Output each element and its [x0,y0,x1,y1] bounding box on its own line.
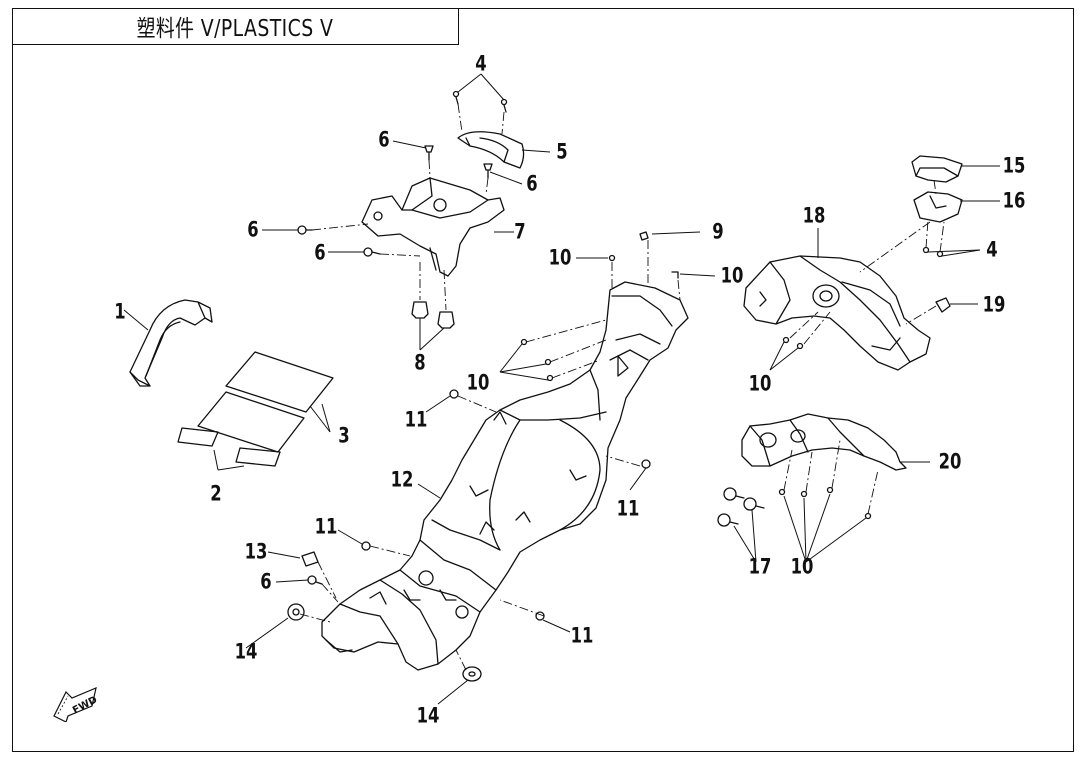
callout-14: 14 [416,703,440,728]
callout-6: 6 [247,217,259,242]
callout-15: 15 [1002,153,1026,178]
assembly-lines [299,103,945,671]
callout-5: 5 [556,139,568,164]
fasteners [297,90,944,621]
callout-11: 11 [570,623,594,648]
callout-6: 6 [260,569,272,594]
callout-6: 6 [526,171,538,196]
part-18-fender [743,255,931,371]
part-5-cover [457,131,525,169]
callout-6: 6 [314,240,326,265]
callout-14: 14 [234,639,258,664]
callout-4: 4 [475,51,487,76]
part-2-pads [177,427,281,467]
part-16-bracket [913,191,963,223]
callout-11: 11 [616,496,640,521]
callout-6: 6 [378,127,390,152]
part-3-sheets [197,351,334,453]
callout-7: 7 [514,219,526,244]
callout-2: 2 [210,481,222,506]
part-15-cover [911,155,963,183]
callout-18: 18 [802,203,826,228]
callout-10: 10 [548,245,572,270]
callout-17: 17 [748,554,772,579]
callout-12: 12 [390,467,414,492]
callout-10: 10 [720,263,744,288]
callout-11: 11 [314,514,338,539]
callout-16: 16 [1002,188,1026,213]
title-box: 塑料件 V/PLASTICS V [12,8,459,45]
part-7-bracket [361,177,505,277]
part-19-nut [935,297,951,313]
callout-3: 3 [338,423,350,448]
callout-4: 4 [986,237,998,262]
callout-1: 1 [114,299,126,324]
callout-10: 10 [790,554,814,579]
part-20-inner-fender [741,413,907,471]
part-1-bracket [129,299,213,387]
callout-20: 20 [938,449,962,474]
part-12-frame [321,281,689,671]
callout-10: 10 [466,370,490,395]
part-14-grommets [287,603,482,682]
fwd-arrow-icon [53,687,97,722]
callout-19: 19 [982,292,1006,317]
part-13-clip [301,551,319,567]
part-17-bolts [717,487,765,527]
part-8-grommets [411,301,455,329]
page-title: 塑料件 V/PLASTICS V [136,16,334,42]
callout-9: 9 [712,219,724,244]
leader-lines [123,73,1000,705]
callout-11: 11 [404,407,428,432]
callout-10: 10 [748,371,772,396]
callout-13: 13 [244,539,268,564]
drawing-frame [12,8,1074,752]
callout-8: 8 [414,350,426,375]
